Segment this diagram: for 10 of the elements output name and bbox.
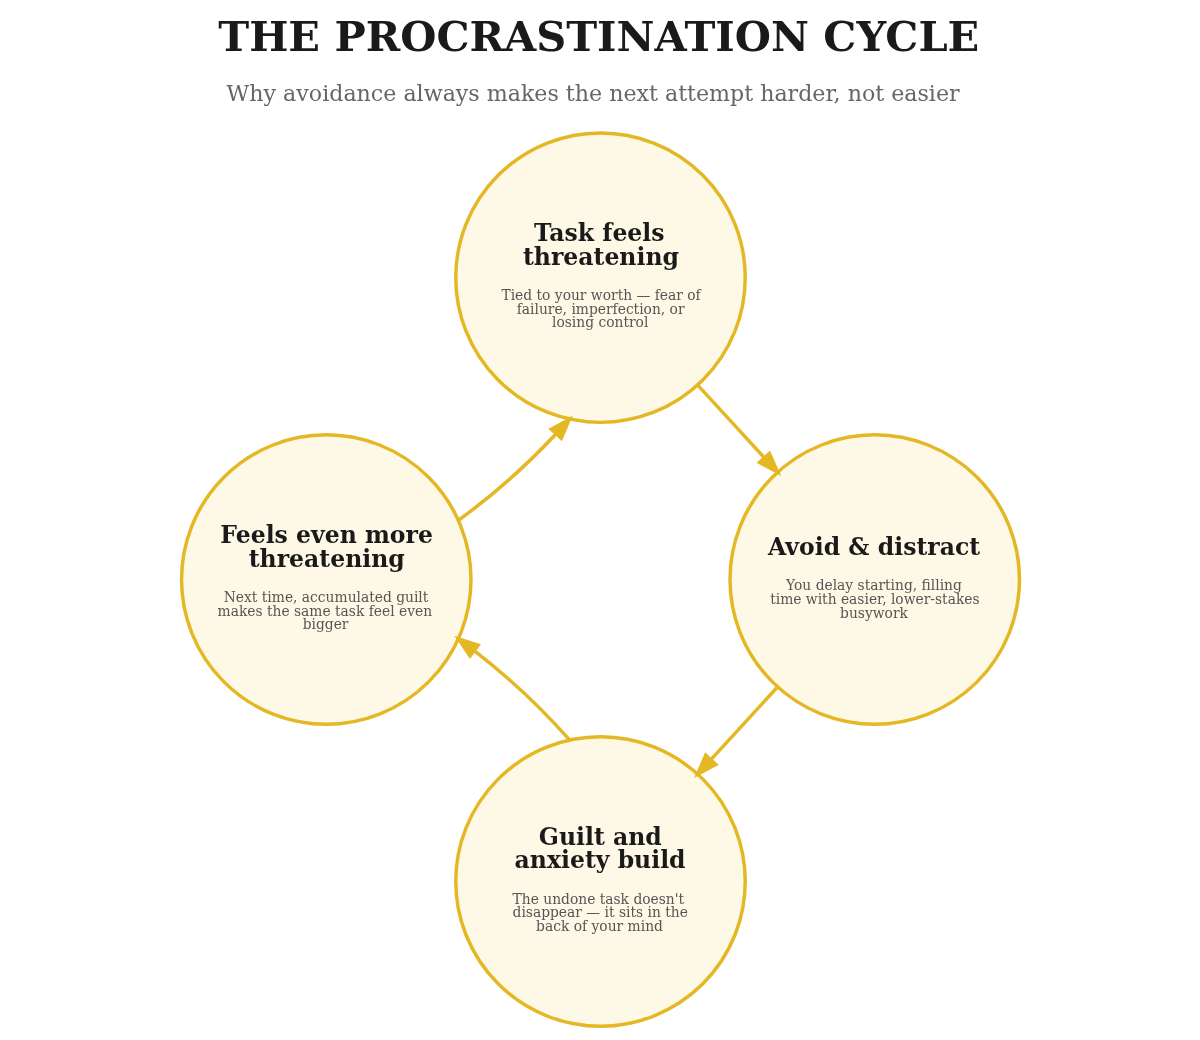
- arrow: [693, 686, 779, 778]
- arrow: [457, 415, 573, 522]
- node-circle: Guilt and anxiety build The undone task doesn't disappear — it sits in the back of your mind: [453, 735, 747, 1028]
- node-circle: Feels even more threatening Next time, accumulated guilt makes the same task feel even bigger: [179, 433, 473, 726]
- diagram-title: THE PROCRASTINATION CYCLE: [217, 12, 979, 62]
- arrow: [696, 384, 781, 477]
- node-circle: Task feels threatening Tied to your worth — fear of failure, imperfection, or losing control: [453, 131, 747, 425]
- label: Why avoidance always makes the next attempt harder, not easier: [226, 79, 960, 106]
- arrow: [453, 635, 571, 741]
- node-circle: Avoid & distract You delay starting, filling time with easier, lower-stakes busywork: [727, 433, 1021, 726]
